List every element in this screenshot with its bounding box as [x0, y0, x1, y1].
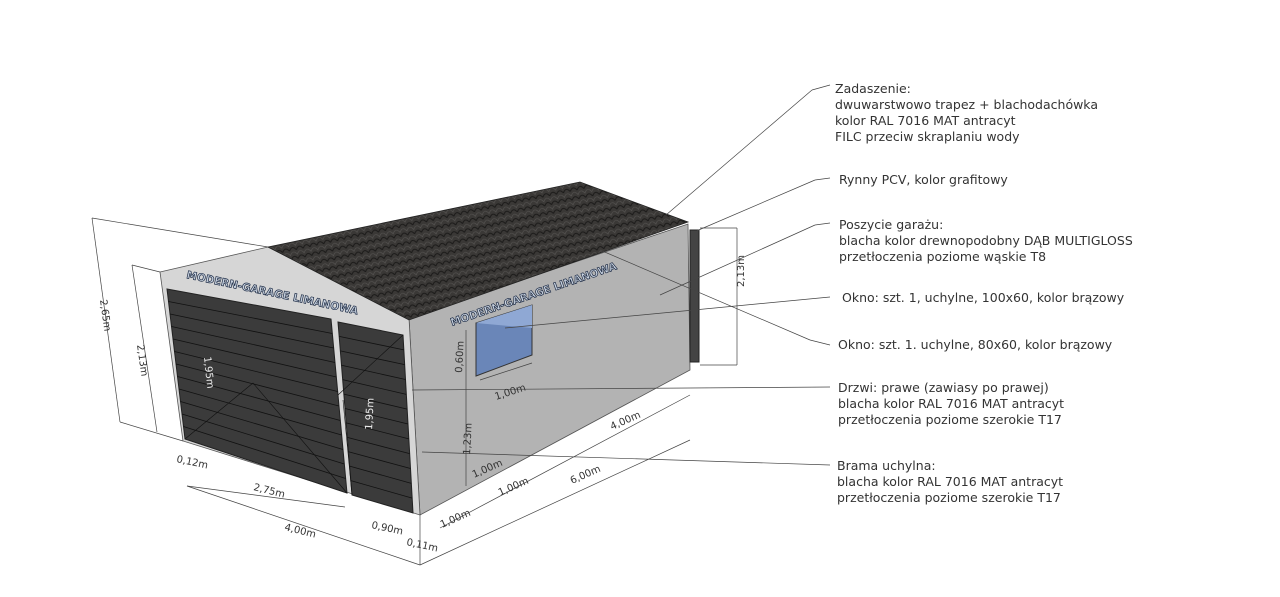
dim-door-width: 0,90m [370, 520, 404, 537]
roof [266, 181, 690, 321]
panel-groove [346, 422, 409, 440]
annotation-roof: Zadaszenie: dwuwarstwowo trapez + blacho… [835, 81, 1098, 145]
dim-side-length: 6,00m [569, 464, 603, 487]
dim-gate-height: 1,95m [201, 356, 215, 389]
dim-door-height: 1,95m [364, 398, 377, 431]
dim-gate-offset: 0,12m [175, 454, 209, 471]
annotation-line: kolor RAL 7016 MAT antracyt [835, 113, 1016, 128]
annotation-line: blacha kolor RAL 7016 MAT antracyt [837, 474, 1064, 489]
dim-side-b: 1,00m [497, 476, 531, 499]
panel-groove [180, 401, 344, 450]
dim-side-a: 1,00m [439, 508, 473, 531]
panel-groove [350, 480, 413, 499]
annotation-line: Okno: szt. 1. uchylne, 80x60, kolor brąz… [838, 337, 1113, 352]
panel-groove [169, 313, 334, 349]
panel-groove [171, 326, 336, 363]
panel-groove [178, 388, 342, 436]
panel-groove [174, 351, 338, 392]
annotation-line: blacha kolor drewnopodobny DĄB MULTIGLOS… [839, 233, 1133, 248]
panel-groove [349, 465, 412, 484]
window [475, 304, 533, 377]
panel-groove [343, 393, 408, 410]
dim-total-height: 2,65m [97, 299, 112, 332]
annotation-gate: Brama uchylna: blacha kolor RAL 7016 MAT… [837, 458, 1063, 506]
dim-window-height: 0,60m [454, 341, 467, 374]
dim-front-width: 4,00m [283, 522, 317, 540]
annotation-line: Brama uchylna: [837, 458, 936, 473]
dimension-lines [91, 84, 831, 566]
panel-groove [181, 413, 345, 465]
panel-groove [177, 376, 341, 421]
panel-groove [342, 379, 407, 395]
annotation-door: Drzwi: prawe (zawiasy po prawej) blacha … [838, 380, 1064, 428]
panel-groove [168, 301, 333, 334]
annotation-line: FILC przeciw skraplaniu wody [835, 129, 1020, 144]
annotation-line: Okno: szt. 1, uchylne, 100x60, kolor brą… [842, 290, 1125, 305]
panel-groove [344, 408, 409, 425]
annotation-gutters: Rynny PCV, kolor grafitowy [839, 172, 1008, 188]
annotation-window-1: Okno: szt. 1, uchylne, 100x60, kolor brą… [842, 290, 1124, 306]
door [337, 321, 414, 514]
gate [166, 288, 348, 494]
annotation-line: dwuwarstwowo trapez + blachodachówka [835, 97, 1098, 112]
annotation-line: przetłoczenia poziome szerokie T17 [837, 490, 1061, 505]
panel-groove [175, 363, 340, 407]
annotation-window-2: Okno: szt. 1. uchylne, 80x60, kolor brąz… [838, 337, 1112, 353]
dim-window-sill: 1,23m [462, 423, 475, 456]
panel-groove [340, 350, 405, 366]
panel-groove [339, 336, 404, 351]
dim-gutter-height: 2,13m [736, 255, 747, 287]
gutter-downpipe [689, 229, 700, 363]
panel-groove [348, 451, 411, 469]
annotation-line: przetłoczenia poziome szerokie T17 [838, 412, 1062, 427]
dim-door-offset: 0,11m [405, 537, 439, 554]
dim-wall-height: 2,13m [134, 344, 149, 377]
panel-groove [172, 338, 337, 378]
annotation-cladding: Poszycie garażu: blacha kolor drewnopodo… [839, 217, 1133, 265]
annotation-line: Poszycie garażu: [839, 217, 944, 232]
dim-gate-width: 2,75m [252, 482, 286, 500]
panel-groove [347, 436, 410, 455]
annotation-line: przetłoczenia poziome wąskie T8 [839, 249, 1047, 264]
annotation-line: Zadaszenie: [835, 81, 911, 96]
panel-groove [183, 426, 346, 479]
panel-groove [341, 364, 406, 380]
annotation-line: Rynny PCV, kolor grafitowy [839, 172, 1008, 187]
annotation-line: Drzwi: prawe (zawiasy po prawej) [838, 380, 1049, 395]
annotation-line: blacha kolor RAL 7016 MAT antracyt [838, 396, 1065, 411]
